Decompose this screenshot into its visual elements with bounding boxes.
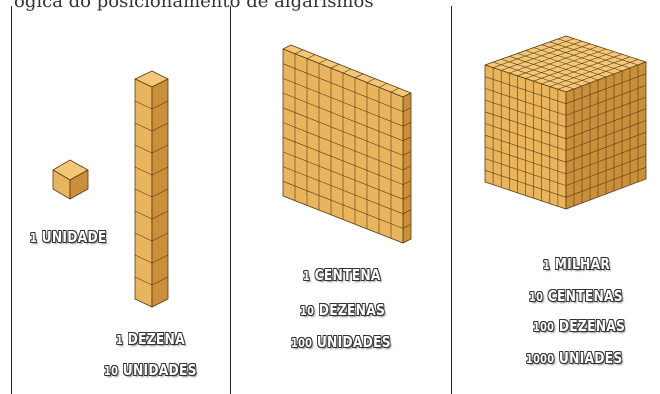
label-milhar-units-number: 1000 (526, 352, 554, 366)
label-dezena-line-2: 10 UNIDADES (104, 361, 197, 379)
label-dezena-units-word: UNIDADES (123, 361, 197, 379)
label-dezena-line-1: 1 DEZENA (116, 330, 185, 348)
label-milhar-word: MILHAR (555, 255, 610, 273)
label-milhar-tens-number: 100 (533, 320, 554, 334)
label-milhar-tens-word: DEZENAS (559, 317, 625, 335)
label-dezena-number: 1 (116, 333, 123, 347)
label-milhar-units-word: UNIADES (559, 349, 623, 367)
label-milhar-line-1: 1 MILHAR (543, 255, 610, 273)
ten-rod (135, 71, 168, 307)
label-dezena-word: DEZENA (128, 330, 185, 348)
label-milhar-hundreds-word: CENTENAS (548, 287, 623, 305)
label-dezena-units-number: 10 (104, 364, 118, 378)
label-centena-number: 1 (303, 269, 310, 283)
label-unidade-word: UNIDADE (42, 228, 107, 246)
label-milhar-line-4: 1000 UNIADES (526, 349, 622, 367)
label-centena-units-word: UNIDADES (317, 333, 391, 351)
label-centena-line-3: 100 UNIDADES (291, 333, 391, 351)
label-centena-tens-number: 10 (300, 304, 314, 318)
label-unidade-number: 1 (30, 231, 37, 245)
label-milhar-number: 1 (543, 258, 550, 272)
label-centena-tens-word: DEZENAS (319, 301, 385, 319)
label-milhar-line-3: 100 DEZENAS (533, 317, 625, 335)
label-centena-units-number: 100 (291, 336, 312, 350)
label-centena-line-1: 1 CENTENA (303, 266, 381, 284)
thousand-cube (485, 36, 646, 209)
hundred-flat (283, 45, 411, 243)
label-unidade: 1 UNIDADE (30, 228, 107, 246)
label-milhar-line-2: 10 CENTENAS (529, 287, 623, 305)
label-centena-word: CENTENA (315, 266, 381, 284)
label-centena-line-2: 10 DEZENAS (300, 301, 385, 319)
label-milhar-hundreds-number: 10 (529, 290, 543, 304)
unit-cube (53, 160, 88, 199)
